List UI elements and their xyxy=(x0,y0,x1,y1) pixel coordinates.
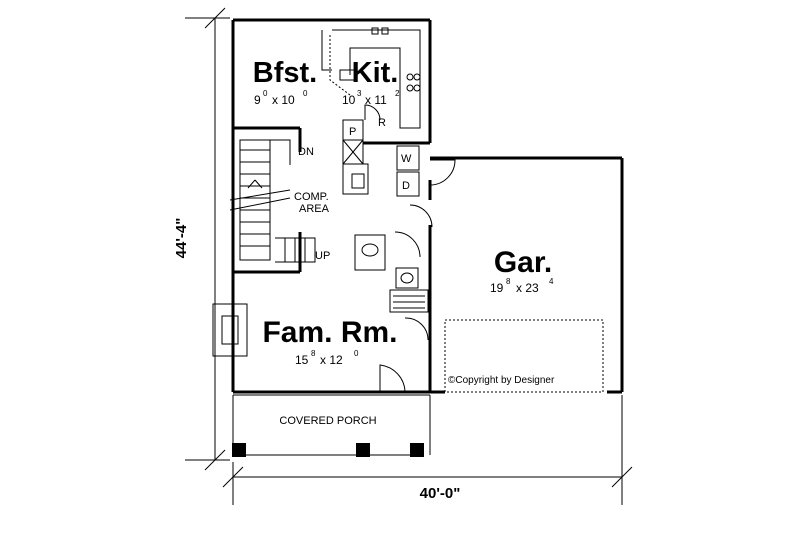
svg-text:x 10: x 10 xyxy=(272,93,295,107)
kitchen-title: Kit. xyxy=(352,57,399,89)
svg-text:15: 15 xyxy=(295,353,309,367)
svg-text:10: 10 xyxy=(342,93,356,107)
garage-dims: 19 8 x 23 4 xyxy=(490,277,554,295)
stairs-down-label: DN xyxy=(298,146,314,158)
svg-text:x 12: x 12 xyxy=(320,353,343,367)
washer-label: W xyxy=(401,153,412,165)
svg-text:0: 0 xyxy=(303,89,308,98)
svg-text:8: 8 xyxy=(311,349,316,358)
svg-text:0: 0 xyxy=(263,89,268,98)
svg-text:x 23: x 23 xyxy=(516,281,539,295)
pantry-label: P xyxy=(349,126,356,138)
breakfast-dims: 9 0 x 10 0 xyxy=(254,89,308,107)
covered-porch-label: COVERED PORCH xyxy=(279,415,376,427)
computer-area-label-1: COMP. xyxy=(294,191,329,203)
family-room-dims: 15 8 x 12 0 xyxy=(295,349,359,367)
family-room-title: Fam. Rm. xyxy=(262,316,397,349)
powder-room xyxy=(354,204,433,313)
fireplace xyxy=(212,303,248,357)
family-door xyxy=(404,317,429,341)
overall-depth-label: 44'-4" xyxy=(173,218,190,259)
garage-walls xyxy=(430,156,624,394)
laundry xyxy=(396,145,456,197)
pantry-area xyxy=(342,104,381,195)
front-door xyxy=(379,364,406,393)
breakfast-title: Bfst. xyxy=(253,57,317,89)
svg-text:3: 3 xyxy=(357,89,362,98)
refrigerator-label: R xyxy=(378,117,386,129)
dryer-label: D xyxy=(402,180,410,192)
svg-text:4: 4 xyxy=(549,277,554,286)
svg-text:2: 2 xyxy=(395,89,400,98)
house-walls xyxy=(231,18,432,394)
dimension-depth xyxy=(185,7,230,471)
overall-width-label: 40'-0" xyxy=(420,485,461,502)
copyright-label: ©Copyright by Designer xyxy=(448,375,555,386)
stairs-up-label: UP xyxy=(315,250,330,262)
kitchen-cabinets xyxy=(321,27,421,129)
svg-text:9: 9 xyxy=(254,93,261,107)
garage-title: Gar. xyxy=(494,246,552,279)
svg-text:19: 19 xyxy=(490,281,504,295)
covered-porch xyxy=(232,394,431,457)
svg-text:x 11: x 11 xyxy=(365,93,387,107)
svg-text:0: 0 xyxy=(354,349,359,358)
kitchen-dims: 10 3 x 11 2 xyxy=(342,89,400,107)
svg-text:8: 8 xyxy=(506,277,511,286)
dimension-width xyxy=(222,395,633,505)
stairs xyxy=(229,139,316,263)
computer-area-label-2: AREA xyxy=(299,203,330,215)
